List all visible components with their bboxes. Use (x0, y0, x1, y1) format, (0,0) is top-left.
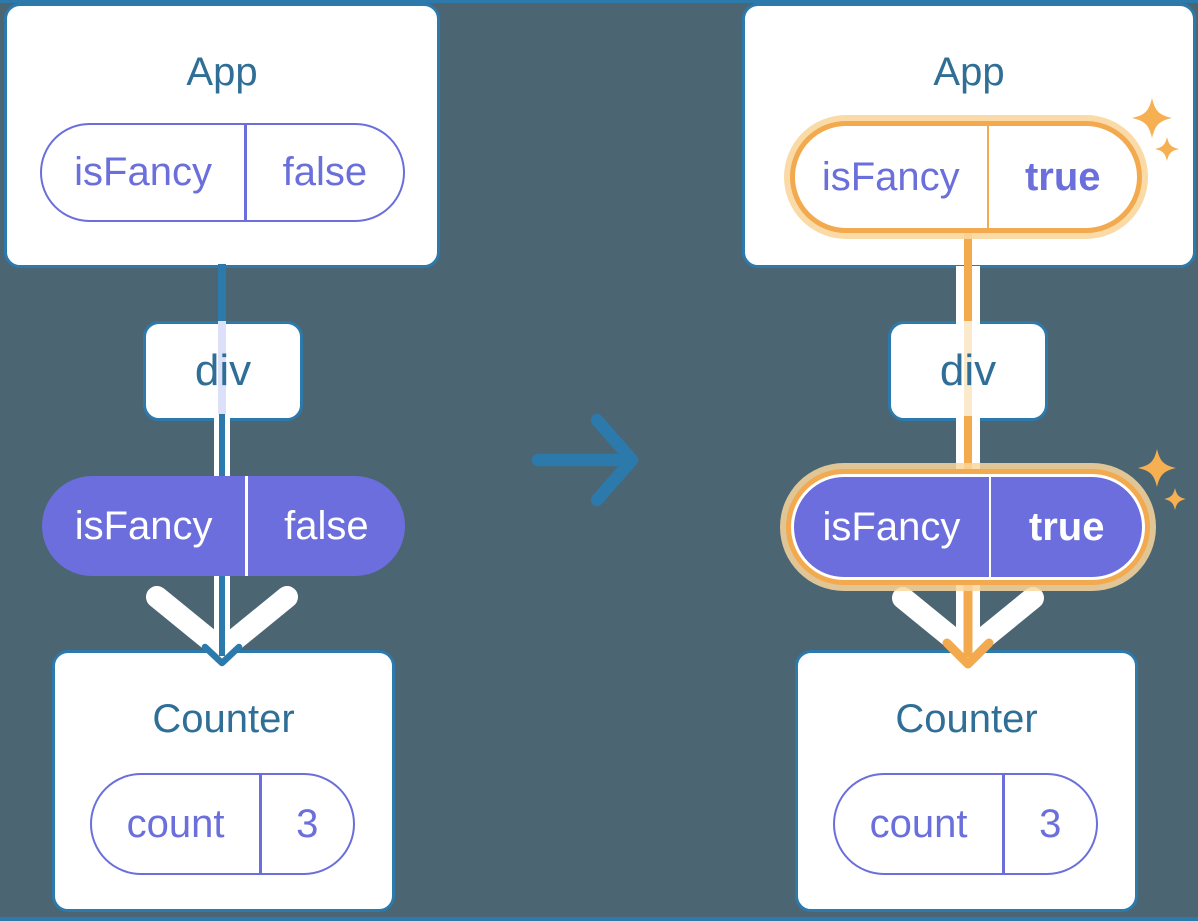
pill-key: count (126, 801, 225, 846)
transition-arrow-icon (531, 413, 639, 507)
counter-title: Counter (895, 697, 1038, 741)
pill-divider (986, 126, 989, 228)
pill-key: isFancy (74, 150, 212, 194)
div-node-label: div (939, 346, 997, 395)
counter-title: Counter (152, 697, 295, 741)
pill-key: isFancy (74, 503, 213, 548)
pill-divider (988, 477, 992, 577)
pill-key: count (869, 801, 968, 846)
pill-value: false (284, 503, 369, 548)
app-state-pill: isFancy false (40, 123, 405, 222)
pill-key: isFancy (822, 504, 961, 549)
counter-state-pill: count 3 (833, 773, 1098, 875)
pill-divider (245, 476, 248, 576)
tree-before: App isFancy false div isFancy false Coun… (4, 3, 440, 919)
pill-divider (244, 125, 247, 220)
app-title: App (186, 50, 258, 94)
prop-pill-highlighted: isFancy true (791, 474, 1145, 580)
pill-divider (1002, 775, 1005, 873)
app-title: App (933, 50, 1005, 94)
pill-value: 3 (296, 801, 319, 846)
pill-value: true (1024, 154, 1101, 199)
tree-after: App isFancy true div isFancy true Counte… (742, 3, 1196, 919)
pill-value: true (1028, 504, 1105, 549)
pill-key: isFancy (821, 154, 960, 199)
frame-top-line (0, 0, 1198, 3)
frame-bottom-line (0, 917, 1198, 921)
prop-pill: isFancy false (42, 476, 405, 576)
pill-value: 3 (1039, 801, 1062, 846)
app-state-pill-highlighted: isFancy true (790, 121, 1142, 233)
counter-state-pill: count 3 (90, 773, 355, 875)
div-node-label: div (194, 346, 252, 395)
pill-value: false (282, 150, 368, 194)
pill-divider (259, 775, 262, 873)
